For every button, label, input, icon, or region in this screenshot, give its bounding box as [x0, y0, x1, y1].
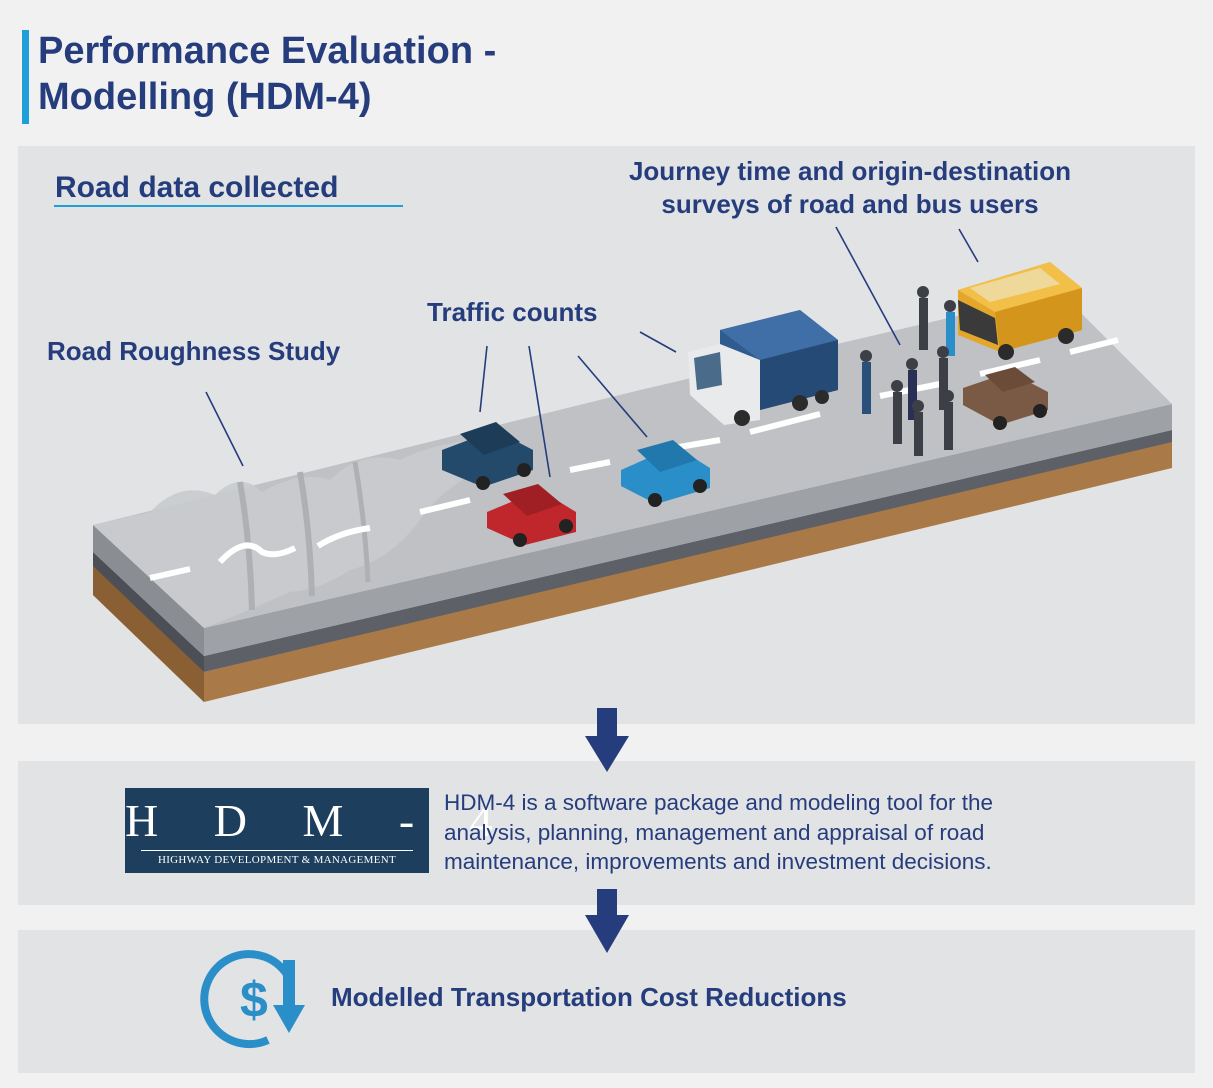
hdm4-description: HDM-4 is a software package and modeling… [444, 788, 1164, 877]
page-title: Performance Evaluation - Modelling (HDM-… [38, 28, 496, 120]
road-dark-strip-side [204, 430, 1172, 672]
road-dark-strip-front [93, 552, 204, 672]
truck-illustration [688, 310, 838, 426]
road-data-heading-underline [54, 205, 403, 207]
page-title-line-2: Modelling (HDM-4) [38, 76, 372, 118]
journey-survey-label-line-2: surveys of road and bus users [661, 189, 1039, 219]
down-arrow-2 [585, 889, 629, 953]
brown-car-illustration [963, 367, 1048, 430]
hdm4-logo: H D M - 4 HIGHWAY DEVELOPMENT & MANAGEME… [125, 788, 515, 873]
hdm4-logo-rule [141, 850, 413, 851]
road-data-heading: Road data collected [55, 171, 339, 204]
bus-illustration [958, 262, 1082, 360]
road-brown-front [93, 565, 204, 702]
traffic-counts-label: Traffic counts [427, 297, 598, 327]
surveyors-group [860, 286, 956, 456]
blue-car-illustration [621, 440, 710, 507]
road-side-face [204, 404, 1172, 656]
dollar-down-arrow-icon: $ [200, 950, 305, 1049]
journey-survey-label: Journey time and origin-destination surv… [565, 155, 1135, 221]
hdm4-logo-subtitle: HIGHWAY DEVELOPMENT & MANAGEMENT [157, 854, 397, 866]
hdm4-description-line-1: HDM-4 is a software package and modeling… [444, 790, 994, 815]
journey-survey-label-line-1: Journey time and origin-destination [628, 156, 1072, 186]
cost-reduction-label: Modelled Transportation Cost Reductions [331, 982, 847, 1012]
red-car-illustration [487, 484, 576, 547]
rough-bumps [93, 440, 480, 628]
callout-lines [205, 226, 979, 478]
cost-panel [18, 930, 1195, 1073]
road-front-face [93, 525, 204, 656]
lane-markings [149, 337, 1119, 581]
road-roughness-label: Road Roughness Study [47, 336, 341, 366]
hdm4-description-line-2: analysis, planning, management and appra… [444, 819, 985, 845]
teal-car-illustration [442, 422, 533, 490]
hdm4-logo-letters: H D M - 4 [125, 795, 515, 846]
title-accent-bar [22, 30, 29, 124]
down-arrow-1 [585, 708, 629, 772]
rough-ridge-3 [352, 461, 371, 583]
svg-text:$: $ [240, 972, 268, 1028]
hdm4-description-line-3: maintenance, improvements and investment… [444, 849, 992, 874]
page-title-line-1: Performance Evaluation - [38, 30, 497, 72]
rough-ridge-2 [297, 471, 315, 597]
